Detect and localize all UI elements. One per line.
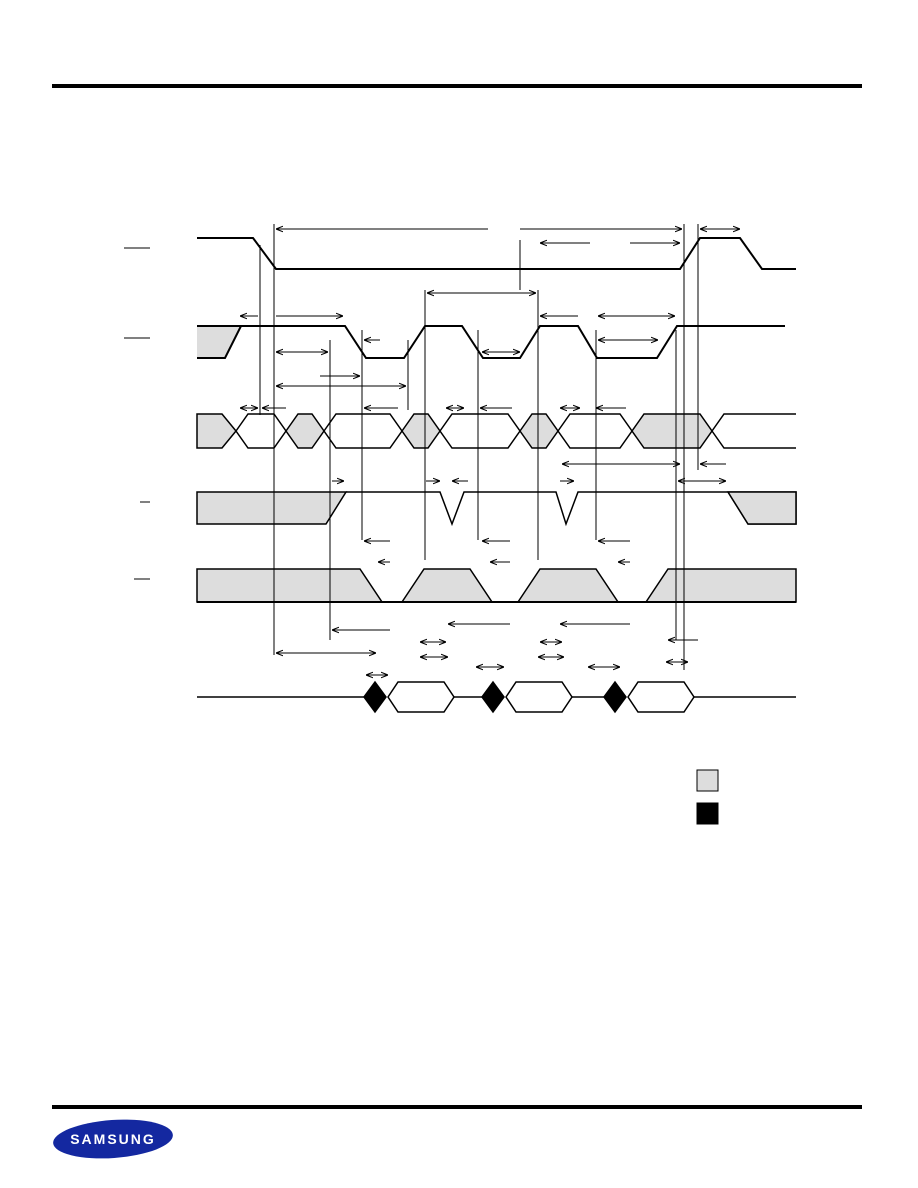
signal-3-bus	[196, 413, 796, 449]
header-rule	[52, 84, 862, 88]
samsung-logo: SAMSUNG	[52, 1118, 174, 1160]
signal-6-data	[197, 680, 796, 714]
timing-arrows	[240, 229, 740, 675]
logo-ellipse-icon	[53, 1119, 173, 1159]
signal-4-waveform	[196, 491, 797, 527]
signal-2-waveform	[197, 325, 785, 359]
signal-5-waveform	[196, 568, 797, 603]
logo-text: SAMSUNG	[70, 1131, 156, 1147]
legend-swatch-black	[696, 802, 719, 825]
legend-swatch-shaded	[696, 769, 719, 792]
footer-rule	[52, 1105, 862, 1109]
signal-1-waveform	[197, 237, 796, 270]
reference-lines	[259, 224, 699, 670]
